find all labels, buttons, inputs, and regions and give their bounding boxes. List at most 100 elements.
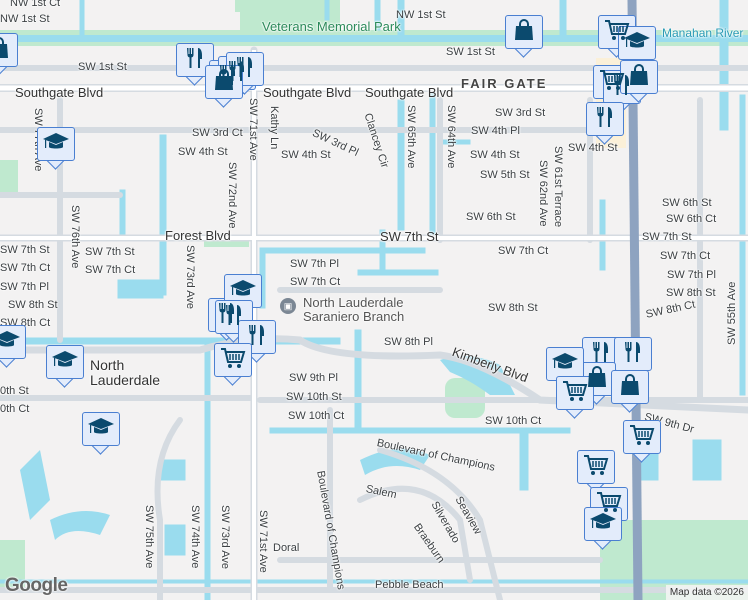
street-label: SW 76th Ave (69, 205, 81, 269)
school-icon (87, 416, 115, 443)
school-marker[interactable] (618, 26, 656, 70)
street-label: SW 7th St (85, 246, 135, 258)
street-label: SW 7th St (380, 229, 439, 244)
street-label: SW 73rd Ave (184, 245, 196, 309)
map-attribution[interactable]: Map data ©2026 (665, 585, 748, 600)
school-marker[interactable] (46, 345, 84, 389)
street-label: 0th St (0, 385, 29, 397)
street-label: SW 7th St (642, 231, 692, 243)
library-icon[interactable]: ▣ (280, 298, 296, 314)
street-label: SW 71st Ave (257, 510, 269, 573)
grocery-icon (562, 379, 588, 408)
restaurant-icon (589, 340, 613, 369)
street-label: SW 65th Ave (405, 105, 417, 169)
library-label[interactable]: North Lauderdale Saraniero Branch (303, 295, 405, 325)
shopping-marker[interactable] (505, 15, 543, 59)
street-label: NW 1st Ct (10, 0, 61, 9)
street-label: SW 6th Ct (666, 213, 717, 225)
school-icon (551, 351, 579, 378)
marker-badge (618, 26, 656, 60)
restaurant-marker[interactable] (614, 337, 652, 381)
street-label: NW 1st St (0, 13, 50, 25)
street-label: SW 4th St (178, 146, 228, 158)
marker-badge (546, 347, 584, 381)
street-label: SW 4th St (470, 149, 520, 161)
street-label: SW 64th Ave (445, 105, 457, 169)
school-icon (42, 131, 70, 158)
street-label: Southgate Blvd (15, 85, 104, 100)
street-label: SW 3rd Ct (192, 127, 243, 139)
grocery-marker[interactable] (623, 420, 661, 464)
restaurant-icon (610, 73, 634, 102)
street-label: SW 10th Ct (485, 415, 542, 427)
street-label: SW 7th Ct (0, 262, 51, 274)
street-label: SW 1st St (78, 61, 127, 73)
street-label: NW 1st St (396, 9, 446, 21)
street-label: SW 75th Ave (143, 505, 155, 569)
marker-badge (37, 127, 75, 161)
school-marker[interactable] (546, 347, 584, 391)
street-label: SW 10th Ct (288, 410, 345, 422)
school-marker[interactable] (82, 412, 120, 456)
school-icon (623, 30, 651, 57)
google-logo[interactable]: Google (5, 575, 68, 596)
school-icon (51, 349, 79, 376)
restaurant-marker[interactable] (586, 102, 624, 146)
street-label: SW 55th Ave (726, 281, 738, 345)
grocery-marker[interactable] (556, 376, 594, 420)
street-label: SW 1st St (446, 46, 495, 58)
marker-badge (556, 376, 594, 410)
restaurant-marker[interactable] (226, 52, 264, 96)
restaurant-icon (245, 323, 269, 352)
school-marker[interactable] (584, 507, 622, 551)
shopping-marker[interactable] (611, 370, 649, 414)
street-label: SW 10th St (286, 391, 342, 403)
street-label: SW 74th Ave (189, 505, 201, 569)
street-label: SW 7th Pl (0, 281, 49, 293)
street-label: SW 7th St (0, 244, 50, 256)
street-label: SW 6th St (466, 211, 516, 223)
street-label: SW 6th St (662, 197, 712, 209)
street-label: SW 72nd Ave (226, 162, 238, 229)
street-label: SW 61st Terrace (552, 146, 564, 228)
shopping-marker[interactable] (205, 65, 243, 109)
street-label: SW 62nd Ave (537, 160, 549, 227)
marker-badge (505, 15, 543, 49)
shopping-marker[interactable] (0, 33, 18, 77)
restaurant-icon (621, 340, 645, 369)
street-label: SW 7th Ct (660, 250, 711, 262)
marker-badge (586, 102, 624, 136)
street-label: Doral (273, 542, 300, 554)
street-label: SW 9th Pl (289, 372, 338, 384)
shopping-icon (0, 36, 11, 65)
street-label: SW 8th St (488, 302, 538, 314)
restaurant-icon (593, 105, 617, 134)
street-label: SW 73rd Ave (219, 505, 231, 569)
grocery-marker[interactable] (577, 450, 615, 494)
shopping-icon (585, 365, 609, 394)
street-label: SW 4th St (568, 142, 618, 154)
restaurant-icon (183, 46, 207, 75)
restaurant-marker[interactable] (215, 300, 253, 344)
marker-badge (214, 343, 252, 377)
shopping-icon (627, 63, 651, 92)
school-marker[interactable] (37, 127, 75, 171)
street-label: SW 7th Pl (667, 269, 716, 281)
street-label: 0th Ct (0, 403, 30, 415)
school-icon (589, 511, 617, 538)
street-label: SW 7th Ct (498, 245, 549, 257)
marker-badge (226, 52, 264, 86)
restaurant-icon (233, 55, 257, 84)
street-label: Southgate Blvd (365, 85, 454, 100)
marker-badge (46, 345, 84, 379)
school-marker[interactable] (0, 325, 26, 369)
marker-badge (82, 412, 120, 446)
street-label: SW 8th Ct (0, 317, 51, 329)
shopping-icon (212, 68, 236, 97)
shopping-icon (512, 18, 536, 47)
grocery-icon (629, 423, 655, 452)
marker-badge (0, 33, 18, 67)
street-label: SW 7th Ct (85, 264, 136, 276)
grocery-marker[interactable] (214, 343, 252, 387)
